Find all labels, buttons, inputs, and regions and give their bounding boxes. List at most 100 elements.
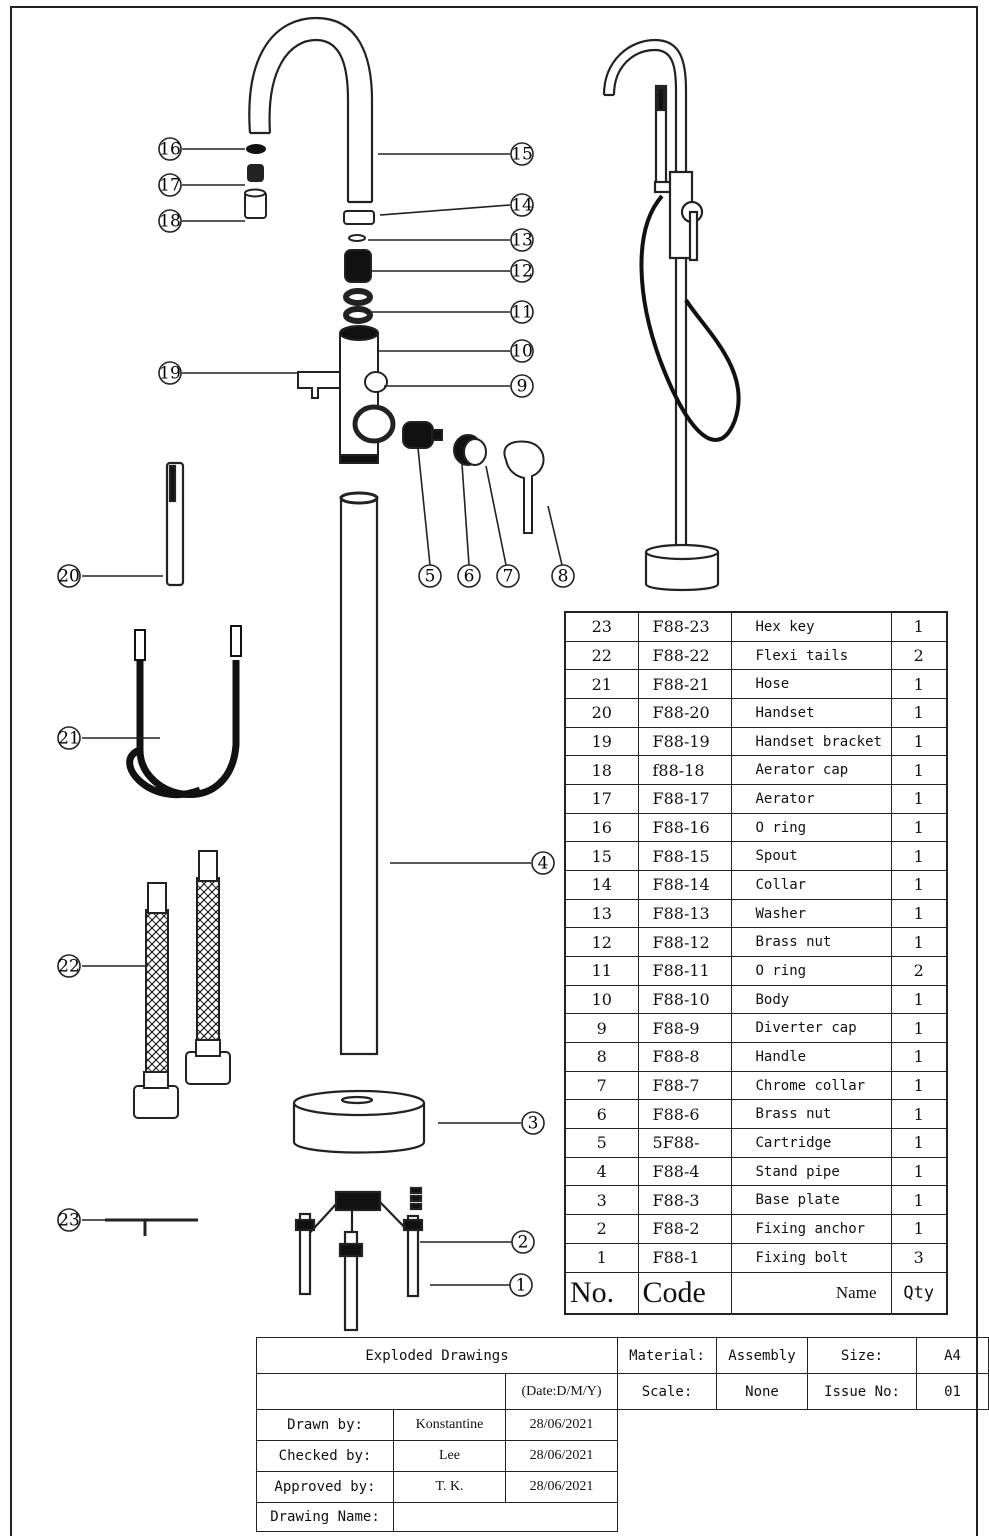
part-name-cell: Base plate xyxy=(730,1185,892,1216)
callout-circle xyxy=(57,954,81,978)
part-name-cell: O ring xyxy=(730,812,892,843)
part-qty-cell: 1 xyxy=(890,1156,948,1187)
callout-circle xyxy=(158,137,182,161)
part-qty-cell: 1 xyxy=(890,841,948,872)
part-code-cell: F88-1 xyxy=(637,1242,732,1273)
checked-by-label: Checked by: xyxy=(256,1440,394,1472)
part-name-cell: Stand pipe xyxy=(730,1156,892,1187)
aerator-parts xyxy=(244,144,267,219)
callout-circle xyxy=(510,193,534,217)
part-code-cell: F88-11 xyxy=(637,956,732,986)
callout-8: 8 xyxy=(551,564,575,588)
callout-circle xyxy=(496,564,520,588)
hex-key-part xyxy=(105,1218,198,1236)
callout-16: 16 xyxy=(158,137,182,161)
material-label: Material: xyxy=(617,1337,717,1374)
part-qty-cell: 1 xyxy=(890,1013,948,1044)
part-no-cell: 21 xyxy=(564,669,639,700)
part-no-cell: 16 xyxy=(564,812,639,843)
callout-5: 5 xyxy=(418,564,442,588)
scale-value: None xyxy=(716,1373,808,1410)
part-no-cell: 5 xyxy=(564,1128,639,1158)
part-code-cell: F88-22 xyxy=(637,640,732,671)
callout-9: 9 xyxy=(510,374,534,398)
part-code-cell: F88-23 xyxy=(637,611,732,642)
part-name-cell: Fixing bolt xyxy=(730,1242,892,1273)
part-code-cell: F88-4 xyxy=(637,1156,732,1187)
callout-11: 11 xyxy=(510,300,534,324)
callout-1: 1 xyxy=(509,1273,533,1297)
callout-number: 13 xyxy=(511,231,533,251)
part-code-cell: F88-10 xyxy=(637,984,732,1015)
part-code-cell: F88-2 xyxy=(637,1214,732,1244)
callout-20: 20 xyxy=(57,564,81,588)
blank-cell xyxy=(256,1373,506,1410)
part-no-cell: 13 xyxy=(564,898,639,929)
callout-number: 21 xyxy=(58,729,80,749)
part-qty-cell: 1 xyxy=(890,812,948,843)
part-no-cell: 6 xyxy=(564,1099,639,1130)
callout-3: 3 xyxy=(521,1111,545,1135)
callout-circle xyxy=(57,1208,81,1232)
callout-circle xyxy=(418,564,442,588)
callout-circle xyxy=(521,1111,545,1135)
leader-lines xyxy=(82,148,563,1286)
part-qty-cell: 1 xyxy=(890,669,948,700)
part-qty-cell: 2 xyxy=(890,640,948,671)
size-label: Size: xyxy=(807,1337,917,1374)
part-qty-cell: 1 xyxy=(890,1070,948,1101)
callout-number: 23 xyxy=(58,1211,80,1231)
approved-by-label: Approved by: xyxy=(256,1471,394,1503)
callout-15: 15 xyxy=(510,142,534,166)
callout-7: 7 xyxy=(496,564,520,588)
checked-by-date: 28/06/2021 xyxy=(505,1440,618,1472)
approved-by-date: 28/06/2021 xyxy=(505,1471,618,1503)
part-qty-cell: 1 xyxy=(890,1214,948,1244)
callout-19: 19 xyxy=(158,361,182,385)
callout-circle xyxy=(57,564,81,588)
callout-number: 4 xyxy=(538,854,549,874)
part-name-cell: Flexi tails xyxy=(730,640,892,671)
part-name-cell: Hex key xyxy=(730,611,892,642)
callout-4: 4 xyxy=(531,851,555,875)
spout-part xyxy=(248,16,374,204)
part-no-cell: 7 xyxy=(564,1070,639,1101)
part-no-cell: 22 xyxy=(564,640,639,671)
part-qty-cell: 1 xyxy=(890,927,948,958)
part-code-cell: f88-18 xyxy=(637,755,732,786)
part-qty-cell: 1 xyxy=(890,1128,948,1158)
part-no-cell: 17 xyxy=(564,784,639,814)
part-no-cell: 20 xyxy=(564,698,639,728)
body-stack-parts xyxy=(297,210,545,534)
part-code-cell: F88-19 xyxy=(637,726,732,757)
callout-12: 12 xyxy=(510,259,534,283)
fixing-anchor-part xyxy=(294,1186,424,1332)
callout-number: 17 xyxy=(159,176,181,196)
callout-circle xyxy=(551,564,575,588)
part-qty-cell: 1 xyxy=(890,898,948,929)
part-name-cell: Handset xyxy=(730,698,892,728)
callout-circle xyxy=(510,259,534,283)
callout-number: 18 xyxy=(159,212,181,232)
part-qty-cell: 1 xyxy=(890,698,948,728)
part-name-cell: Handle xyxy=(730,1042,892,1072)
scale-label: Scale: xyxy=(617,1373,717,1410)
part-qty-cell: 1 xyxy=(890,726,948,757)
part-no-cell: 12 xyxy=(564,927,639,958)
part-no-cell: 14 xyxy=(564,870,639,900)
part-name-cell: Brass nut xyxy=(730,1099,892,1130)
callout-number: 3 xyxy=(528,1114,539,1134)
part-code-cell: F88-12 xyxy=(637,927,732,958)
callout-number: 9 xyxy=(517,377,528,397)
